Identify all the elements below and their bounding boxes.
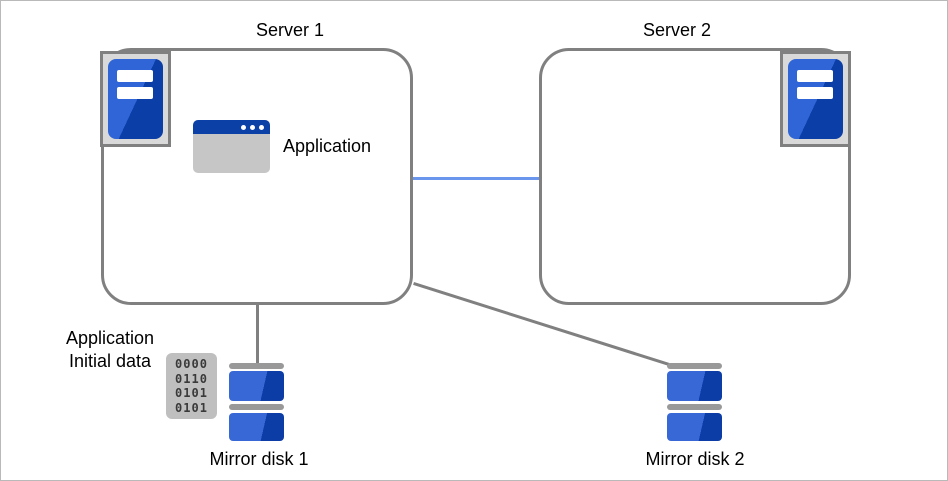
- window-dot-icon: [241, 125, 246, 130]
- tower-slot: [797, 70, 833, 82]
- disk-bar: [229, 363, 284, 369]
- disk-bar: [667, 404, 722, 410]
- binary-row: 0110: [175, 371, 208, 386]
- window-titlebar: [193, 120, 270, 134]
- initial-data-line1: Application: [65, 328, 155, 348]
- initial-data-icon: 0000 0110 0101 0101: [166, 353, 217, 419]
- initial-data-line2: Initial data: [68, 351, 152, 371]
- application-label: Application: [283, 136, 372, 156]
- window-dot-icon: [250, 125, 255, 130]
- server1-title: Server 1: [255, 20, 325, 40]
- initial-data-label: Application Initial data: [49, 327, 171, 373]
- mirror-disk2-label: Mirror disk 2: [645, 449, 745, 469]
- tower-slot: [117, 87, 153, 99]
- disk-platter: [229, 413, 284, 441]
- mirror-disk1-label: Mirror disk 1: [209, 449, 309, 469]
- server2-tower-icon: [780, 51, 851, 147]
- tower-body: [108, 59, 163, 139]
- window-dot-icon: [259, 125, 264, 130]
- mirror-disk1-icon: [229, 363, 284, 441]
- disk-bar: [667, 363, 722, 369]
- tower-slot: [117, 70, 153, 82]
- disk-bar: [229, 404, 284, 410]
- server1-tower-icon: [100, 51, 171, 147]
- binary-row: 0000: [175, 357, 208, 371]
- disk1-connector-line: [256, 304, 259, 364]
- network-link-line: [413, 177, 539, 180]
- disk-platter: [229, 371, 284, 401]
- disk-platter: [667, 413, 722, 441]
- binary-row: 0101: [175, 386, 208, 400]
- server2-title: Server 2: [642, 20, 712, 40]
- disk-platter: [667, 371, 722, 401]
- binary-row: 0101: [175, 400, 208, 415]
- tower-slot: [797, 87, 833, 99]
- application-window-icon: [193, 120, 270, 173]
- tower-body: [788, 59, 843, 139]
- mirror-disk2-icon: [667, 363, 722, 441]
